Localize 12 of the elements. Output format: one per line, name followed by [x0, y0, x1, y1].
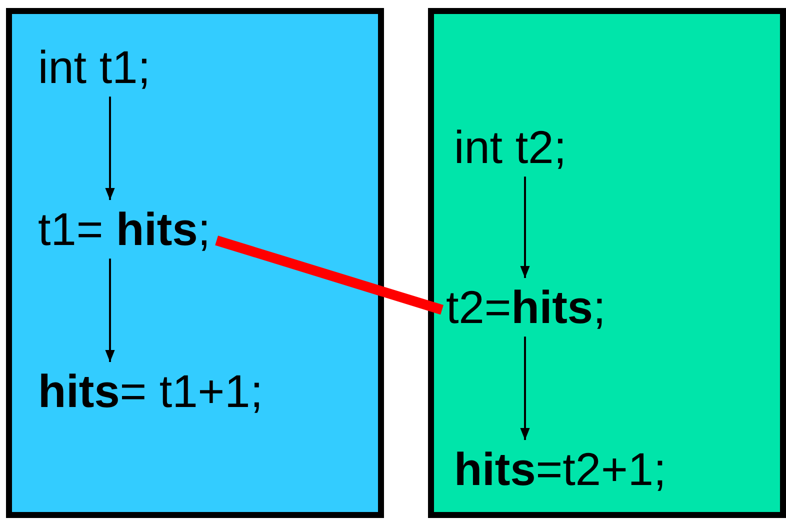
code-line: int t2; [454, 122, 567, 173]
arrow [105, 96, 115, 200]
arrow [520, 336, 530, 440]
code-line: hits=t2+1; [454, 444, 666, 495]
code-line: t2=hits; [446, 282, 606, 333]
code-panel [6, 8, 384, 518]
code-line: hits= t1+1; [38, 366, 264, 417]
arrow [520, 176, 530, 278]
code-line: int t1; [38, 42, 151, 93]
code-panel [428, 8, 786, 518]
code-line: t1= hits; [38, 204, 211, 255]
arrow [105, 258, 115, 362]
